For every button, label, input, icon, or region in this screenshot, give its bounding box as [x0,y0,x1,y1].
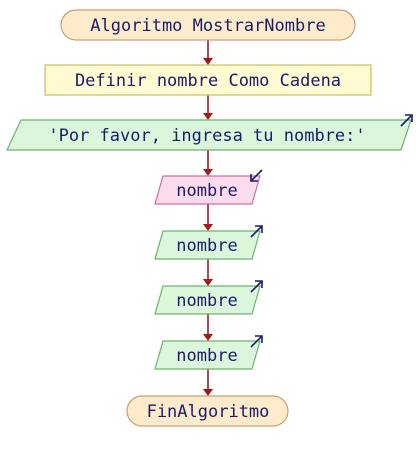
arrow-out-icon [250,280,263,293]
connector-arrow-6 [203,314,213,341]
connector-arrow-3 [203,150,213,176]
arrow-in-icon [250,169,263,182]
node-end-terminal[interactable]: FinAlgoritmo [126,395,289,427]
node-write1-label: nombre [176,236,237,256]
connectors-layer [203,40,213,396]
node-write3-output[interactable]: nombre [154,335,263,370]
node-start-terminal[interactable]: Algoritmo MostrarNombre [60,9,356,41]
connector-arrow-5 [203,259,213,286]
connector-arrow-7 [203,369,213,396]
arrow-out-icon [250,335,263,348]
arrow-out-icon [400,114,413,127]
connector-arrow-2 [203,95,213,120]
connector-arrow-4 [203,204,213,231]
arrow-out-icon [250,225,263,238]
node-prompt-label: 'Por favor, ingresa tu nombre:' [48,126,365,146]
node-start-label: Algoritmo MostrarNombre [90,16,325,36]
node-write2-label: nombre [176,291,237,311]
node-write3-label: nombre [176,346,237,366]
node-read-label: nombre [176,181,237,201]
node-define-process[interactable]: Definir nombre Como Cadena [44,64,372,96]
node-end-label: FinAlgoritmo [147,402,270,422]
connector-arrow-1 [203,40,213,65]
node-write2-output[interactable]: nombre [154,280,263,315]
node-prompt-output[interactable]: 'Por favor, ingresa tu nombre:' [6,114,413,151]
node-write1-output[interactable]: nombre [154,225,263,260]
node-read-input[interactable]: nombre [154,169,263,205]
node-define-label: Definir nombre Como Cadena [75,71,341,91]
